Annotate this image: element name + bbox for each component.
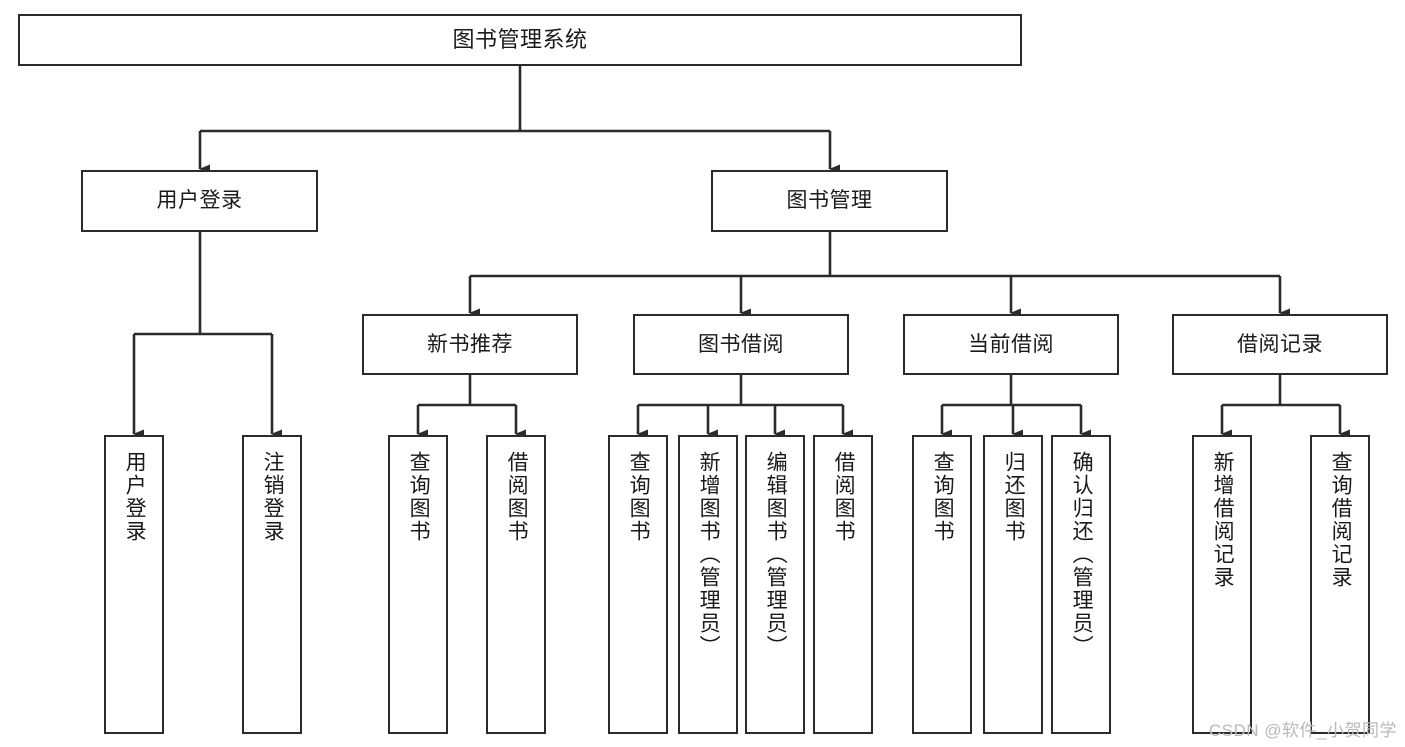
node-label: 查询借阅记录 bbox=[1329, 451, 1353, 589]
node-current[interactable]: 当前借阅 bbox=[903, 314, 1119, 375]
node-borrow[interactable]: 图书借阅 bbox=[633, 314, 849, 375]
node-label: 注销登录 bbox=[261, 451, 285, 543]
node-login[interactable]: 用户登录 bbox=[81, 170, 318, 232]
node-records[interactable]: 借阅记录 bbox=[1172, 314, 1388, 375]
node-l-confirm[interactable]: 确认归还（管理员） bbox=[1051, 435, 1111, 734]
node-label: 当前借阅 bbox=[968, 332, 1054, 356]
node-l-query3[interactable]: 查询图书 bbox=[912, 435, 972, 734]
node-l-borrow1[interactable]: 借阅图书 bbox=[486, 435, 546, 734]
node-label: 借阅记录 bbox=[1237, 332, 1323, 356]
node-label: 确认归还（管理员） bbox=[1070, 451, 1094, 658]
node-root[interactable]: 图书管理系统 bbox=[18, 14, 1022, 66]
node-l-logout[interactable]: 注销登录 bbox=[242, 435, 302, 734]
node-label: 新增图书（管理员） bbox=[697, 451, 721, 658]
node-newbook[interactable]: 新书推荐 bbox=[362, 314, 578, 375]
csdn-watermark: CSDN @软件_小贺同学 bbox=[1208, 721, 1397, 740]
node-label: 图书管理 bbox=[786, 189, 873, 213]
node-l-return[interactable]: 归还图书 bbox=[983, 435, 1043, 734]
node-l-query1[interactable]: 查询图书 bbox=[388, 435, 448, 734]
node-l-borrow2[interactable]: 借阅图书 bbox=[813, 435, 873, 734]
node-label: 用户登录 bbox=[156, 189, 243, 213]
node-label: 查询图书 bbox=[407, 451, 431, 543]
node-l-query2[interactable]: 查询图书 bbox=[608, 435, 668, 734]
node-label: 新书推荐 bbox=[427, 332, 513, 356]
node-label: 借阅图书 bbox=[505, 451, 529, 543]
node-label: 图书管理系统 bbox=[452, 26, 588, 52]
node-label: 图书借阅 bbox=[698, 332, 784, 356]
node-l-add[interactable]: 新增图书（管理员） bbox=[678, 435, 738, 734]
node-label: 新增借阅记录 bbox=[1211, 451, 1235, 589]
node-label: 查询图书 bbox=[931, 451, 955, 543]
node-label: 查询图书 bbox=[627, 451, 651, 543]
node-label: 编辑图书（管理员） bbox=[764, 451, 788, 658]
node-l-addrec[interactable]: 新增借阅记录 bbox=[1192, 435, 1252, 734]
node-bookmgmt[interactable]: 图书管理 bbox=[711, 170, 948, 232]
node-l-queryrec[interactable]: 查询借阅记录 bbox=[1310, 435, 1370, 734]
node-label: 用户登录 bbox=[123, 451, 147, 543]
node-label: 归还图书 bbox=[1002, 451, 1026, 543]
node-label: 借阅图书 bbox=[832, 451, 856, 543]
node-l-edit[interactable]: 编辑图书（管理员） bbox=[745, 435, 805, 734]
node-l-login[interactable]: 用户登录 bbox=[104, 435, 164, 734]
